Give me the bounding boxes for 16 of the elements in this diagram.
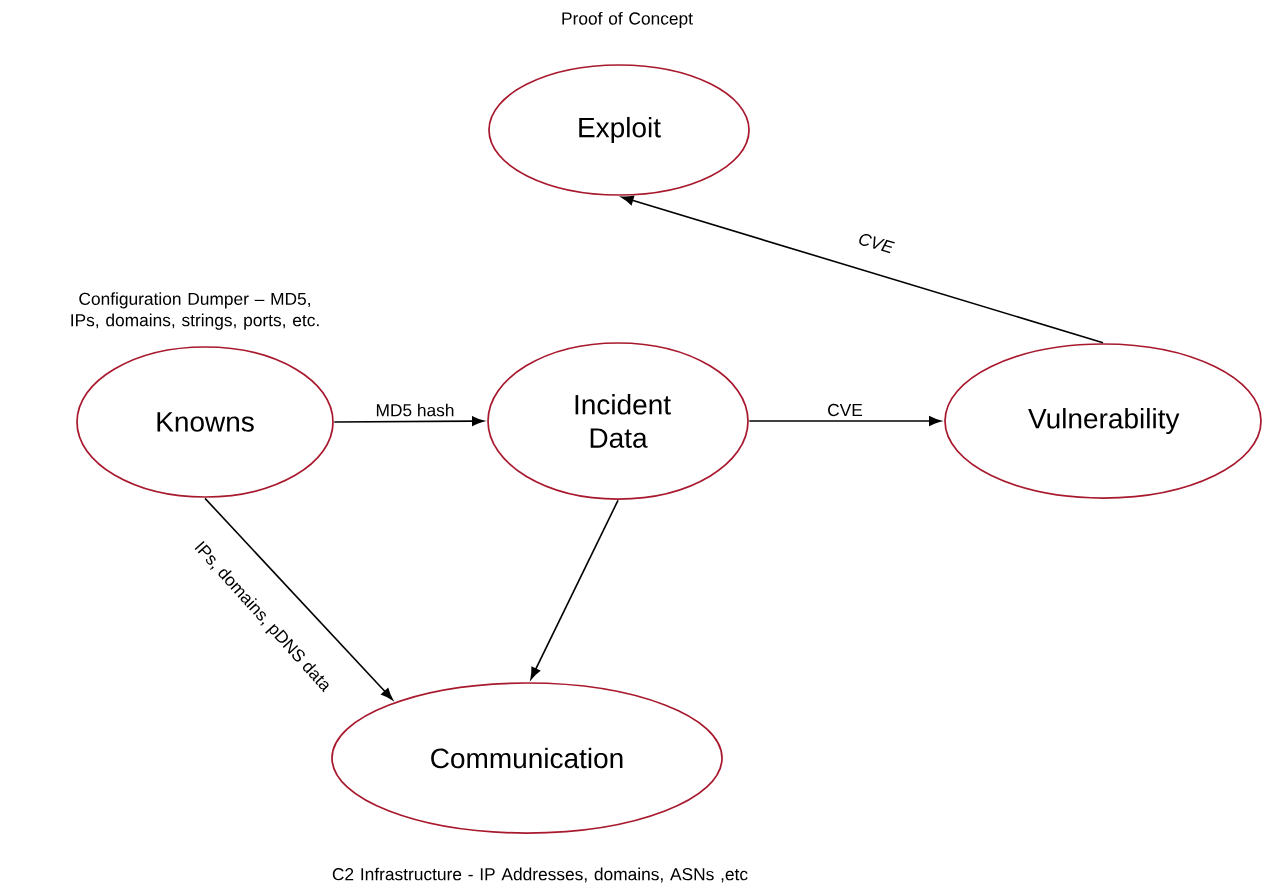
ellipse-node: Communication [331,682,723,834]
arrow [333,416,485,426]
edge-label: MD5 hash [374,402,456,418]
arrow [530,499,619,680]
edge-label: CVE [855,230,897,256]
ellipse-node: Incident Data [487,342,749,500]
arrow [621,195,1104,344]
caption-text: Configuration Dumper – MD5, IPs, domains, strings, ports, etc. [71,292,319,330]
ellipse-node: Vulnerability [944,343,1262,499]
edge-label: CVE [825,402,865,418]
arrow [204,497,393,701]
caption-text: Proof of Concept [562,11,693,29]
arrow [748,416,942,426]
ellipse-node: Knowns [76,346,334,498]
ellipse-node: Exploit [488,64,750,196]
caption-text: C2 Infrastructure - IP Addresses, domains, ASNs ,etc [332,867,748,883]
